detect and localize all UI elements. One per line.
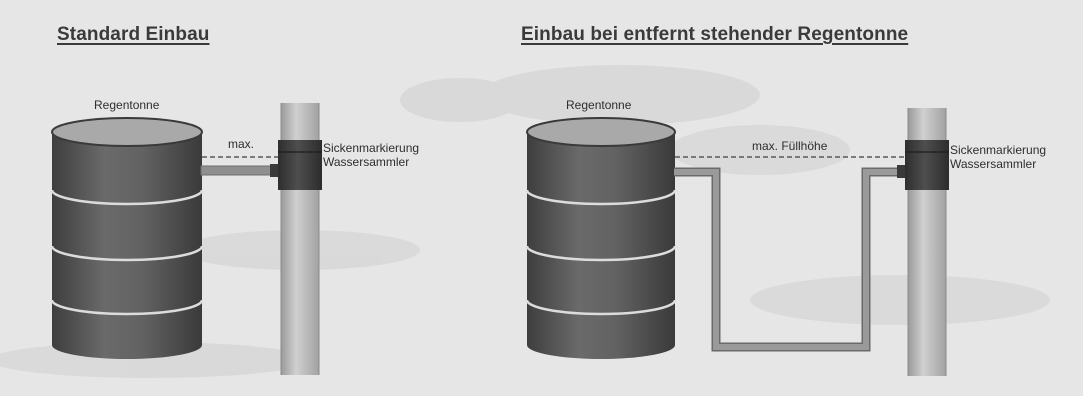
remote-barrel <box>525 117 677 359</box>
remote-level-label: max. Füllhöhe <box>752 139 828 153</box>
standard-hose <box>200 164 282 177</box>
standard-collar-label: Sickenmarkierung Wassersammler <box>323 141 419 169</box>
remote-collar <box>905 140 949 190</box>
standard-collar <box>278 140 322 190</box>
remote-collar-label: Sickenmarkierung Wassersammler <box>950 143 1046 171</box>
standard-title: Standard Einbau <box>57 24 210 45</box>
standard-barrel <box>50 117 204 359</box>
standard-barrel-label: Regentonne <box>94 98 160 112</box>
remote-collar-label-line1: Sickenmarkierung <box>950 143 1047 157</box>
remote-barrel-label: Regentonne <box>566 98 632 112</box>
standard-level-label: max. <box>228 137 255 151</box>
standard-collar-label-line1: Sickenmarkierung <box>323 141 420 155</box>
remote-collar-label-line2: Wassersammler <box>950 157 1037 171</box>
remote-title: Einbau bei entfernt stehender Regentonne <box>521 24 909 45</box>
standard-collar-label-line2: Wassersammler <box>323 155 410 169</box>
